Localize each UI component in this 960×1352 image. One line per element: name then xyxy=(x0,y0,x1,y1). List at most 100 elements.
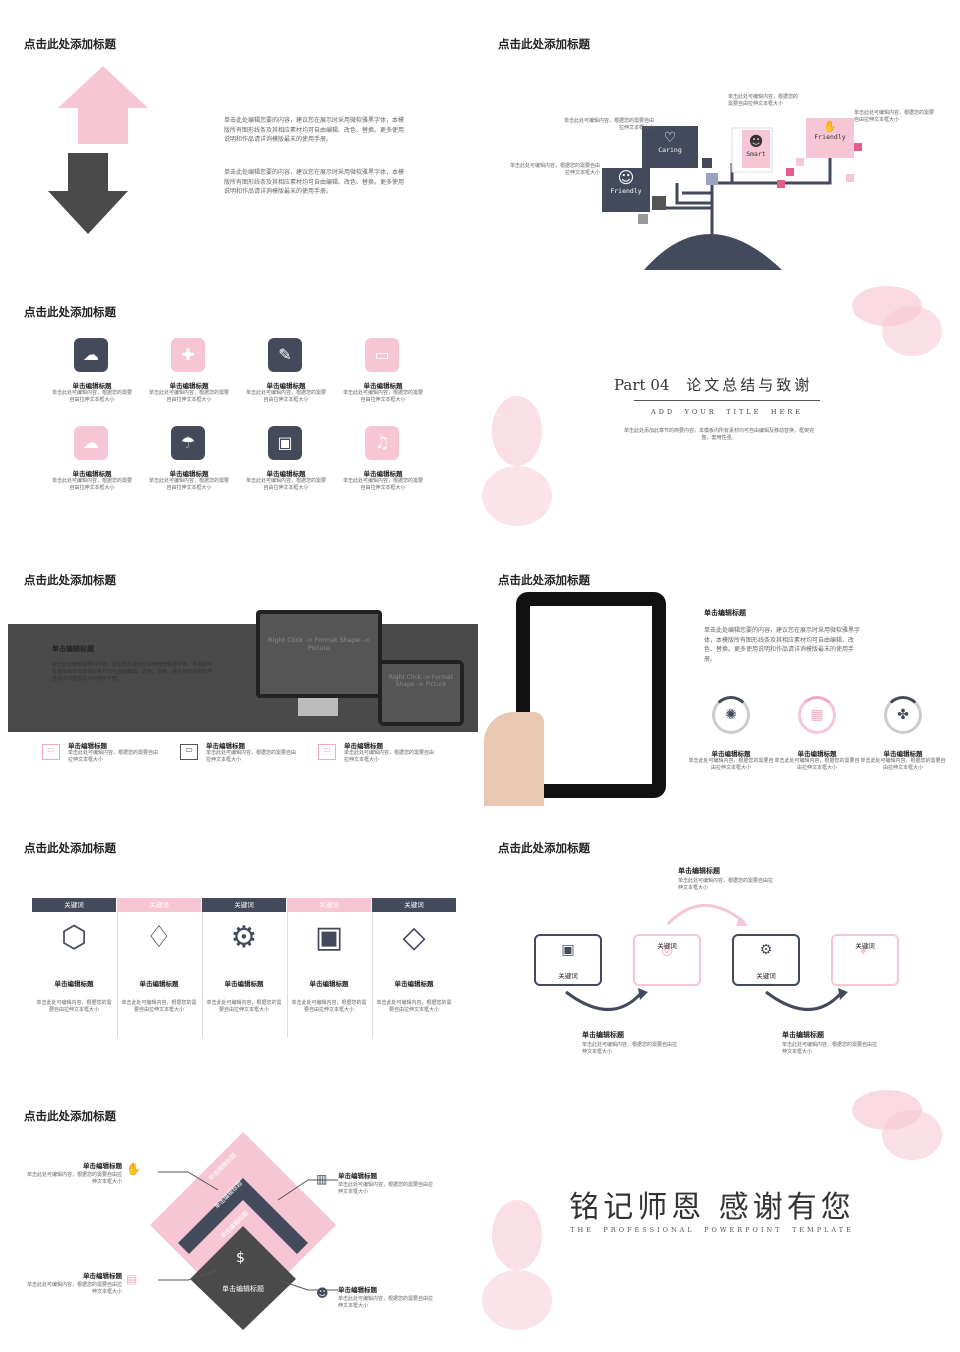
item-text: 单击此处可编辑内容，根据您的需要自由拉伸文本框大小 xyxy=(206,750,297,763)
closing-heading: 铭记师恩 感谢有您 xyxy=(569,1190,855,1225)
caring-box: ♡ Caring xyxy=(642,126,698,168)
column-divider xyxy=(372,912,373,1038)
stacked-diamond-diagram xyxy=(150,1132,336,1330)
item-text: 单击此处可编辑内容，根据您的需要自由拉伸文本框大小 xyxy=(121,1000,197,1013)
item-text: 单击此处可编辑内容，根据您的需要自由拉伸文本框大小 xyxy=(68,750,159,763)
item-title: 单击编辑标题 xyxy=(83,1162,122,1170)
item-text: 单击此处可编辑内容，根据您的需要自由拉伸文本框大小 xyxy=(36,1000,112,1013)
item-title: 单击编辑标题 xyxy=(711,750,751,758)
slide-title: 点击此处添加标题 xyxy=(24,37,116,51)
section-heading: 论文总结与致谢 xyxy=(686,376,813,394)
item-text: 单击此处可编辑内容，根据您的需要自由拉伸文本框大小 xyxy=(149,390,230,403)
hand-image xyxy=(484,712,544,806)
item-text: 单击此处可编辑内容，根据您的需要自由拉伸文本框大小 xyxy=(26,1282,122,1295)
item-title: 单击编辑标题 xyxy=(266,470,306,478)
annotation-text: 单击此处可编辑内容，根据您的需要自由拉伸文本框大小 xyxy=(563,118,654,131)
item-title: 单击编辑标题 xyxy=(169,382,209,390)
keyword-box xyxy=(534,934,602,986)
monitor-stand xyxy=(298,698,338,716)
column-divider xyxy=(117,912,118,1038)
screen-icon: ▭ xyxy=(180,744,198,760)
slide-title: 点击此处添加标题 xyxy=(24,305,116,319)
tablet: Right Click -> Format Shape -> Picture xyxy=(378,660,464,726)
slide-title: 点击此处添加标题 xyxy=(498,573,590,587)
slide-2: 点击此处添加标题 ♡ Caring ☻ Smart ✋ xyxy=(482,8,952,270)
heading: 单击编辑标题 xyxy=(704,609,746,617)
item-text: 单击此处可编辑内容，根据您的需要自由拉伸文本框大小 xyxy=(291,1000,367,1013)
divider xyxy=(634,400,820,401)
briefcase-icon: ▣ xyxy=(314,920,344,955)
slide-10: 铭记师恩 感谢有您 THE PROFESSIONAL POWERPOINT TE… xyxy=(482,1080,952,1342)
item-text: 单击此处可编辑内容，根据您的需要自由拉伸文本框大小 xyxy=(860,758,946,771)
item-title: 单击编辑标题 xyxy=(54,980,94,988)
item-text: 单击此处可编辑内容，根据您的需要自由拉伸文本框大小 xyxy=(774,758,860,771)
diamond-icon: ◇ xyxy=(402,920,426,955)
column-divider xyxy=(287,912,288,1038)
chart-icon: ▤ xyxy=(126,1272,138,1286)
monitor-screen-text: Right Click -> Format Shape -> Picture xyxy=(260,614,378,694)
keyword-box xyxy=(831,934,899,986)
gears-icon: ⚙ xyxy=(759,942,773,958)
item-title: 单击编辑标题 xyxy=(68,742,107,750)
item-title: 单击编辑标题 xyxy=(224,980,264,988)
keyword-header: 关键词 xyxy=(372,898,456,912)
umbrella-icon: ☂ xyxy=(171,426,205,460)
diamond-label: 单击编辑标题 xyxy=(222,1285,264,1293)
box-title: 单击编辑标题 xyxy=(52,645,94,653)
keyword-label: 关键词 xyxy=(558,972,578,980)
keyword-label: 关键词 xyxy=(855,942,875,950)
item-title: 单击编辑标题 xyxy=(266,382,306,390)
keyword-header: 关键词 xyxy=(32,898,116,912)
slide-3: 点击此处添加标题 ☁单击编辑标题单击此处可编辑内容，根据您的需要自由拉伸文本框大… xyxy=(8,276,478,538)
top-title: 单击编辑标题 xyxy=(678,867,720,875)
body-paragraph: 单击此处编辑您要的内容，建议您在展示时采用微软雅黑字体，本模版所有图形线条及其相… xyxy=(224,169,405,195)
tablet-screen-text: Right Click -> Format Shape -> Picture xyxy=(382,664,460,722)
cube-icon: ⬡ xyxy=(60,920,88,955)
slide-1: 点击此处添加标题 单击此处编辑您要的内容，建议您在展示时采用微软雅黑字体，本模版… xyxy=(8,8,478,270)
slide-title: 点击此处添加标题 xyxy=(498,37,590,51)
item-title: 单击编辑标题 xyxy=(394,980,434,988)
item-text: 单击此处可编辑内容，根据您的需要自由拉伸文本框大小 xyxy=(206,1000,282,1013)
item-title: 单击编辑标题 xyxy=(338,1286,377,1294)
friendly-label: Friendly xyxy=(814,133,846,141)
item-text: 单击此处可编辑内容，根据您的需要自由拉伸文本框大小 xyxy=(26,1172,122,1185)
slide-9: 点击此处添加标题 单击编辑标题 单击编辑标题 单击编辑标题 单击编辑标题 $ 单… xyxy=(8,1080,478,1342)
item-title: 单击编辑标题 xyxy=(83,1272,122,1280)
smart-label: Smart xyxy=(746,150,766,158)
item-text: 单击此处可编辑内容，根据您的需要自由拉伸文本框大小 xyxy=(149,478,230,491)
people-icon: ☻ xyxy=(316,1286,329,1300)
slide-title: 点击此处添加标题 xyxy=(24,1109,116,1123)
music-icon: ♫ xyxy=(365,426,399,460)
bottom-right-text: 单击此处可编辑内容，根据您的需要自由拉伸文本框大小 xyxy=(782,1042,878,1055)
top-text: 单击此处可编辑内容，根据您的需要自由拉伸文本框大小 xyxy=(678,878,774,891)
gear-icon: ⚙ xyxy=(230,920,258,955)
globe-icon: ◎ xyxy=(660,942,674,958)
closing-subtitle: THE PROFESSIONAL POWERPOINT TEMPLATE xyxy=(570,1226,854,1234)
caring-label: Caring xyxy=(658,146,682,154)
rocket-icon: ➶ xyxy=(859,942,871,958)
briefcase-icon: ▣ xyxy=(561,942,575,958)
item-title: 单击编辑标题 xyxy=(72,470,112,478)
item-title: 单击编辑标题 xyxy=(344,742,383,750)
column-divider xyxy=(202,912,203,1038)
heart-icon: ♡ xyxy=(663,130,677,146)
item-text: 单击此处可编辑内容，根据您的需要自由拉伸文本框大小 xyxy=(246,478,327,491)
leader-lines xyxy=(158,1171,338,1291)
smart-box: ☻ Smart xyxy=(742,134,770,172)
item-title: 单击编辑标题 xyxy=(72,382,112,390)
item-text: 单击此处可编辑内容，根据您的需要自由拉伸文本框大小 xyxy=(376,1000,452,1013)
box-text: 单击此处编辑您要的内容，建议您在展示时采用微软雅黑字体，本模版所有图形线条及其相… xyxy=(52,662,213,682)
item-title: 单击编辑标题 xyxy=(169,470,209,478)
item-text: 单击此处可编辑内容，根据您的需要自由拉伸文本框大小 xyxy=(343,478,424,491)
annotation-text: 单击此处可编辑内容，根据您的需要自由拉伸文本框大小 xyxy=(728,94,799,107)
keyword-header: 关键词 xyxy=(287,898,371,912)
item-title: 单击编辑标题 xyxy=(797,750,837,758)
handshake-icon: ✋ xyxy=(126,1162,141,1176)
part-number: Part 04 xyxy=(614,376,670,394)
item-title: 单击编辑标题 xyxy=(206,742,245,750)
slide-7: 点击此处添加标题 关键词⬡单击编辑标题单击此处可编辑内容，根据您的需要自由拉伸文… xyxy=(8,812,478,1074)
section-description: 单击此处添加此章节的简要内容，本模板内所有素材均可自由编辑及移动替换，框架完整，… xyxy=(624,428,815,441)
slide-title: 点击此处添加标题 xyxy=(498,841,590,855)
smile-icon: ☺ xyxy=(617,168,635,187)
monitor: Right Click -> Format Shape -> Picture xyxy=(256,610,382,698)
